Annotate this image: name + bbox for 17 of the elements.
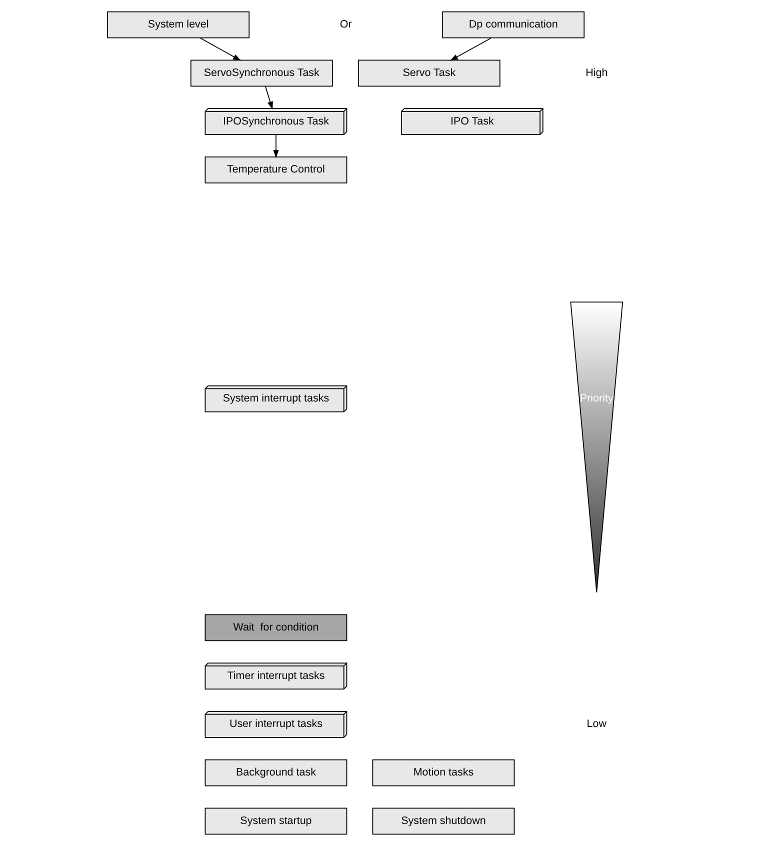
node-box: Servo Task (358, 60, 500, 87)
node-box: Temperature Control (204, 156, 348, 184)
label: High (586, 66, 608, 79)
label: Low (586, 718, 607, 730)
arrow (450, 38, 492, 61)
arrow (264, 86, 273, 110)
node-box: Motion tasks (372, 759, 515, 786)
node-box: System shutdown (372, 808, 515, 835)
node-box: System level (107, 11, 250, 38)
label: Or (340, 18, 352, 31)
node-box: Dp communication (442, 11, 585, 38)
node-box: ServoSynchronous Task (190, 60, 333, 87)
arrow (200, 38, 242, 61)
arrow (273, 134, 279, 158)
node-box: System startup (204, 808, 348, 835)
node-box: Background task (204, 759, 348, 786)
node-box: Wait for condition (204, 614, 348, 642)
